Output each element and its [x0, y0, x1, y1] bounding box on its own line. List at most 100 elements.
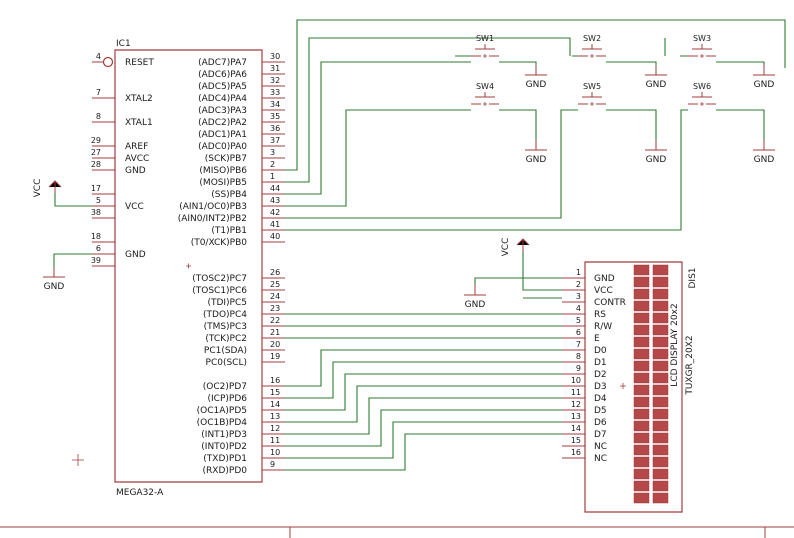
switch-ref: SW3: [693, 34, 711, 43]
mcu-right-pin-name: (ADC6)PA6: [198, 70, 247, 80]
lcd-pin-name: D6: [594, 418, 607, 428]
mcu-right-pin-name: (SS)PB4: [211, 190, 247, 200]
lcd-segment: [652, 420, 669, 432]
net-wire: [285, 109, 688, 231]
mcu-left-pin-number: 38: [91, 208, 101, 217]
mcu-body: [114, 49, 263, 483]
gnd-label: GND: [754, 80, 775, 90]
net-wire: [474, 277, 562, 285]
lcd-pin-name: D0: [594, 346, 607, 356]
lcd-segment: [633, 288, 650, 300]
cursor-crosshair-mark: [72, 454, 84, 466]
mcu-right-pin-number: 21: [270, 328, 280, 337]
mcu-right-pin-number: 26: [270, 268, 280, 277]
mcu-right-pin-number: 32: [270, 76, 280, 85]
net-wire: [285, 61, 471, 195]
mcu-left-pin-name: AVCC: [125, 154, 149, 164]
net-wire: [285, 19, 786, 171]
lcd-segment: [652, 432, 669, 444]
net-wire: [606, 61, 657, 65]
lcd-pin-name: D1: [594, 358, 607, 368]
lcd-segment: [652, 468, 669, 480]
mcu-left-pin-number: 29: [91, 136, 101, 145]
lcd-package: TUXGR_20X2: [685, 335, 695, 395]
net-wire: [285, 109, 471, 207]
lcd-segment: [633, 276, 650, 288]
lcd-pin-name: CONTR: [594, 298, 626, 308]
mcu-right-pin-number: 25: [270, 280, 280, 289]
lcd-segment: [652, 480, 669, 492]
net-wire: [285, 397, 562, 435]
mcu-right-pin-name: PC0(SCL): [206, 358, 247, 368]
lcd-origin-mark: [620, 383, 626, 389]
lcd-segment: [652, 360, 669, 372]
lcd-pin-number: 2: [576, 280, 581, 289]
switch-origin-mark: [700, 54, 704, 58]
net-wire: [285, 409, 562, 447]
mcu-right-pin-name: (TDI)PC5: [207, 298, 247, 308]
lcd-segment: [652, 324, 669, 336]
lcd-segment: [633, 492, 650, 504]
lcd-value: LCD DISPLAY 20x2: [670, 303, 680, 386]
texts: IC1MEGA32-A4RESET7XTAL28XTAL129AREF27AVC…: [33, 34, 774, 498]
lcd-segment: [633, 336, 650, 348]
parts: [0, 44, 794, 538]
lcd-segment: [633, 468, 650, 480]
mcu-left-pin-name: GND: [125, 250, 146, 260]
lcd-segment: [652, 264, 669, 276]
lcd-pin-number: 4: [576, 304, 581, 313]
switch-ref: SW1: [476, 34, 494, 43]
switch-origin-mark: [700, 102, 704, 106]
lcd-pin-name: R/W: [594, 322, 612, 332]
mcu-right-pin-number: 13: [270, 412, 280, 421]
mcu-right-pin-name: (ADC5)PA5: [198, 82, 247, 92]
mcu-right-pin-number: 33: [270, 88, 280, 97]
mcu-right-pin-name: (ADC0)PA0: [198, 142, 247, 152]
mcu-right-pin-number: 2: [270, 160, 275, 169]
lcd-pin-number: 8: [576, 352, 581, 361]
mcu-right-pin-name: (ICP)PD6: [208, 394, 248, 404]
net-wire: [285, 361, 562, 399]
mcu-right-pin-name: (ADC1)PA1: [198, 130, 247, 140]
mcu-left-pin-number: 17: [91, 184, 101, 193]
net-wire: [285, 37, 666, 183]
switch-ref: SW5: [583, 82, 601, 91]
mcu-right-pin-number: 31: [270, 64, 280, 73]
mcu-left-pin-number: 27: [91, 148, 101, 157]
mcu-ref: IC1: [116, 39, 131, 49]
mcu-right-pin-number: 20: [270, 340, 280, 349]
frame-tick: [289, 527, 766, 538]
net-wire: [285, 385, 562, 423]
mcu-right-pin-number: 37: [270, 136, 280, 145]
net-wire: [716, 109, 765, 140]
lcd-segment: [652, 492, 669, 504]
mcu-right-pin-name: (TMS)PC3: [204, 322, 247, 332]
lcd-body: [584, 261, 683, 513]
lcd-pin-number: 9: [576, 364, 581, 373]
lcd-segment: [652, 456, 669, 468]
lcd-pin-name: VCC: [594, 286, 613, 296]
mcu-reset-inversion-circle: [102, 56, 114, 68]
mcu-left-pin-number: 7: [96, 88, 101, 97]
lcd-segment: [652, 288, 669, 300]
mcu-right-pin-number: 44: [270, 184, 280, 193]
mcu-left-pin-number: 5: [96, 196, 101, 205]
gnd-label: GND: [44, 282, 65, 292]
net-wire: [54, 193, 92, 207]
mcu-right-pin-name: (OC2)PD7: [203, 382, 247, 392]
lcd-pin-number: 16: [571, 448, 581, 457]
mcu-right-pin-name: (ADC4)PA4: [198, 94, 247, 104]
lcd-pin-number: 6: [576, 328, 581, 337]
lcd-pin-number: 10: [571, 376, 581, 385]
mcu-left-pin-name: XTAL2: [125, 94, 153, 104]
switch-origin-mark: [483, 54, 487, 58]
mcu-right-pin-name: (TDO)PC4: [203, 310, 247, 320]
mcu-right-pin-name: (INT1)PD3: [201, 430, 247, 440]
mcu-left-pin-number: 39: [91, 256, 101, 265]
mcu-right-pin-number: 12: [270, 424, 280, 433]
mcu-right-pin-number: 40: [270, 232, 280, 241]
mcu-right-pin-name: (T0/XCK)PB0: [191, 238, 248, 248]
mcu-right-pin-name: (TOSC2)PC7: [192, 274, 247, 284]
mcu-right-pin-number: 43: [270, 196, 280, 205]
net-wire: [285, 349, 562, 387]
